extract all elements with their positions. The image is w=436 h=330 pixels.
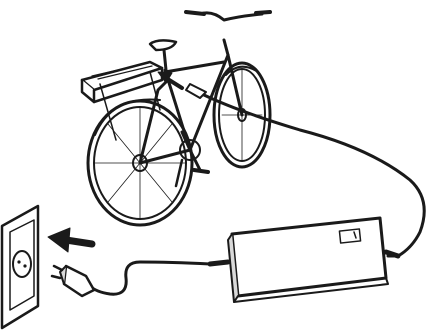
bicycle bbox=[82, 12, 270, 225]
charger-unit bbox=[210, 218, 398, 302]
plug bbox=[52, 266, 94, 296]
mains-cable bbox=[90, 262, 210, 294]
charger-led bbox=[339, 229, 360, 243]
saddle bbox=[150, 40, 176, 50]
handlebar bbox=[200, 13, 262, 20]
wall-socket bbox=[2, 206, 38, 328]
insert-arrow bbox=[48, 228, 92, 252]
